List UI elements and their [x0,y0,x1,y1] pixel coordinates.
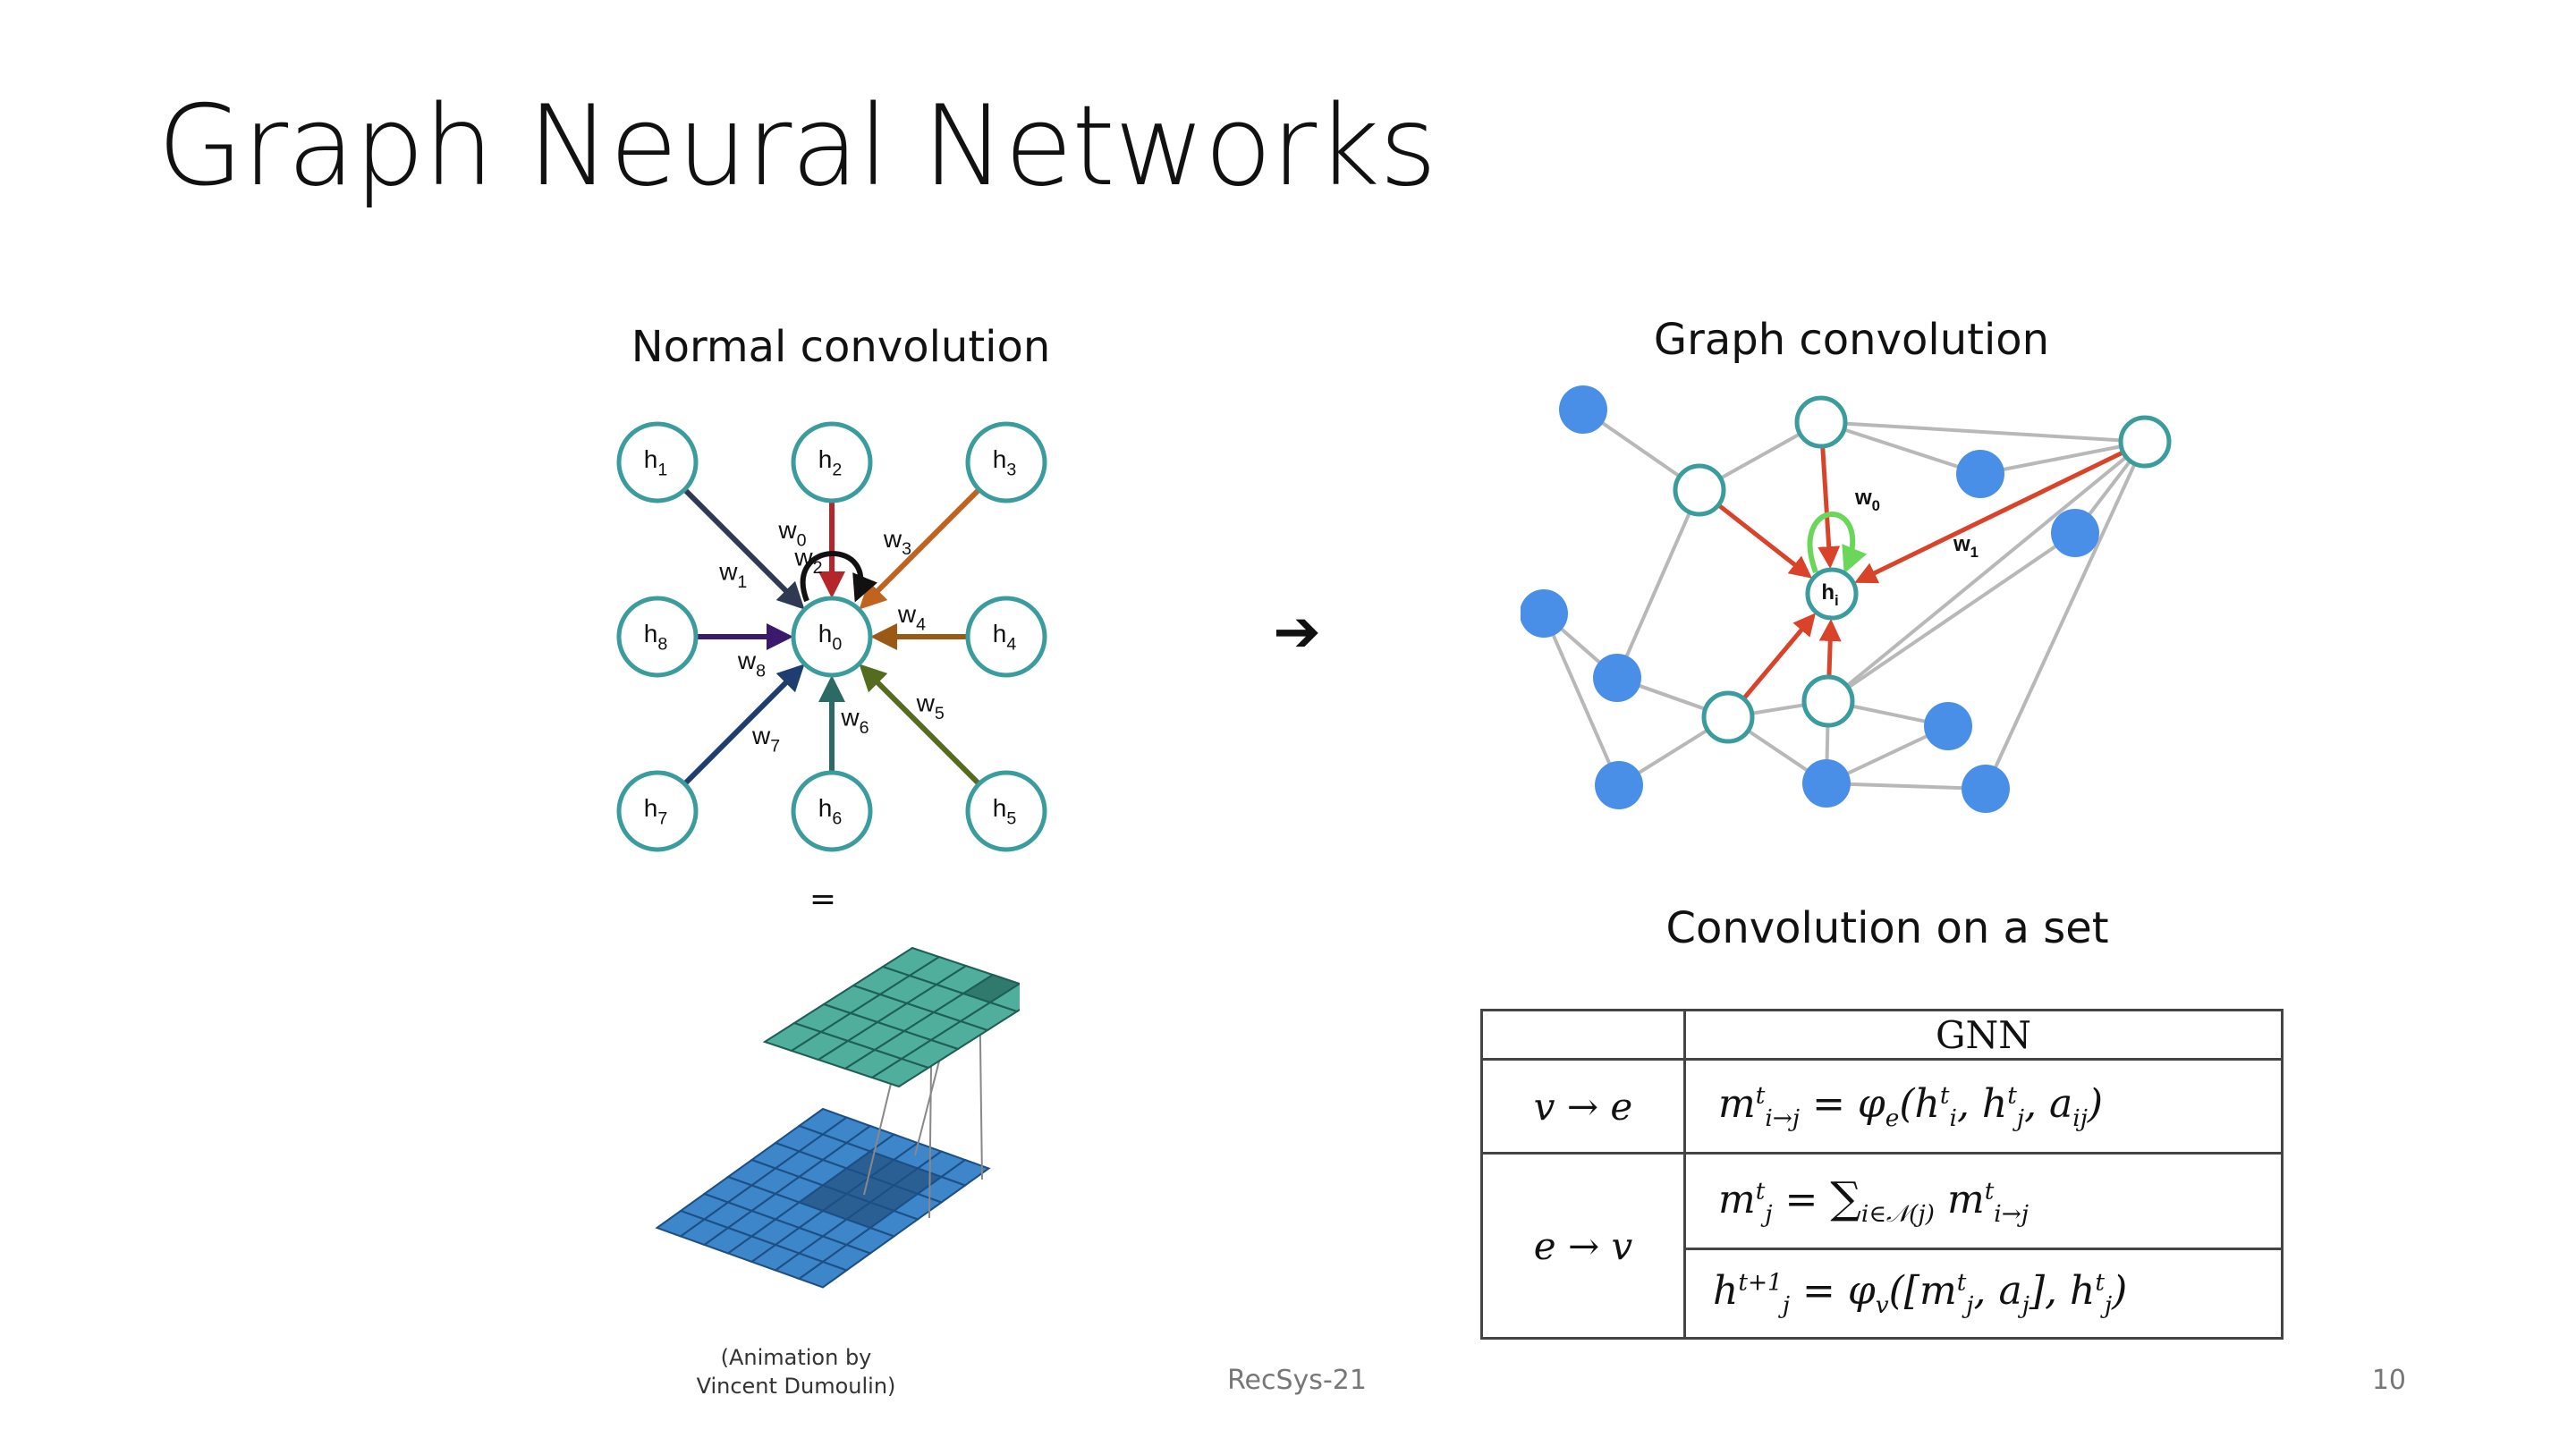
footer-text: RecSys-21 [1227,1365,1367,1396]
credit-line-1: (Animation by [720,1345,872,1370]
graph-convolution-heading: Graph convolution [1653,315,2050,365]
aggregation-formula: mtj = ∑i∈𝒩(j) mti→j [1718,1173,2029,1228]
edge-arrow [859,664,981,786]
update-formula: ht+1j = φv([mtj, aj], htj) [1713,1268,2128,1319]
node-circle [791,770,873,852]
node-label: h3 [993,445,1017,479]
input-grid [655,1107,991,1289]
page-title: Graph Neural Networks [157,82,1437,211]
weight-label: w1 [718,558,747,592]
center-node-label: hi [1821,580,1838,609]
gnn-table: GNN v → e e → v mti→j = φe(hti, htj, aij… [1480,1009,2284,1340]
slide-number: 10 [2371,1365,2406,1396]
graph-edge [1542,613,1621,786]
edge-arrow [682,664,805,786]
grid-cell [869,1057,931,1088]
self-weight-label: w0 [777,516,806,550]
node-circle [965,770,1047,852]
graph-node-hollow [1801,674,1855,728]
animation-credit: (Animation by Vincent Dumoulin) [653,1343,939,1400]
node-circle [616,596,699,678]
table-divider [1683,1248,2281,1250]
graph-node-filled [1595,761,1643,809]
convolution-animation-frame [655,946,1020,1289]
node-circle [965,421,1047,503]
node-label: h4 [993,620,1017,654]
graph-edge [1820,420,1981,476]
self-loop-arrow [800,551,877,603]
graph-edge [1826,782,1987,791]
message-formula: mti→j = φe(hti, htj, aij) [1718,1080,2104,1132]
node-circle [616,770,699,852]
graph-node-filled [1962,765,2010,813]
weight-label: w3 [883,525,911,559]
graph-node-hollow [2118,415,2172,469]
node-label: h5 [993,794,1017,828]
graph-node-hollow [1794,395,1848,449]
graph-node-filled [1956,450,2004,498]
graph-edge [1979,440,2146,476]
graph-node-filled [1521,589,1568,638]
node-label: h2 [818,445,842,479]
table-row-label: v → e [1533,1084,1633,1129]
message-arrow [1854,450,2124,584]
node-label: h7 [644,794,667,828]
weight-label: w4 [897,600,926,634]
grid-cell [797,1260,849,1289]
node-label: h8 [644,620,668,654]
center-node [1805,567,1859,621]
node-circle [616,421,699,503]
neighbor-weight-label: w1 [1953,532,1979,561]
message-arrow [1716,503,1812,579]
graph-edge [1826,440,2147,703]
center-node [791,596,873,678]
table-row-label: e → v [1533,1223,1633,1268]
edge-arrow [682,487,805,610]
weight-label: w8 [737,647,766,681]
weight-label: w5 [916,689,945,723]
table-divider [1483,1058,2281,1061]
center-node-label: h0 [818,620,843,654]
message-arrow [1741,613,1816,700]
graph-edge [1826,531,2077,703]
credit-line-2: Vincent Dumoulin) [696,1374,896,1399]
node-circle [791,421,873,503]
weight-label: w7 [751,722,780,756]
node-label: h1 [644,445,667,479]
graph-node-filled [1559,385,1607,434]
self-weight-label: w0 [1854,486,1880,514]
right-arrow-icon: ➔ [1273,599,1321,665]
edge-arrow [859,487,981,610]
set-convolution-heading: Convolution on a set [1665,903,2109,953]
graph-edge [1615,489,1701,679]
graph-edge [1984,441,2147,790]
normal-convolution-heading: Normal convolution [631,322,1051,372]
node-circle [965,596,1047,678]
graph-node-filled [2051,509,2099,557]
table-column-header: GNN [1935,1012,2032,1057]
equals-sign: = [809,881,837,918]
graph-convolution-diagram: hi w0 w1 [1521,385,2172,813]
graph-node-hollow [1701,690,1755,744]
output-grid [762,946,1020,1088]
graph-node-filled [1802,759,1851,808]
graph-node-hollow [1673,463,1726,517]
self-loop-arrow [1807,512,1868,574]
table-divider [1483,1152,2281,1155]
weight-label: w6 [840,704,869,738]
message-arrow [1818,445,1841,570]
node-label: h6 [818,794,843,828]
graph-edge [1820,420,2146,444]
graph-node-filled [1924,702,1972,750]
table-column-divider [1683,1011,1686,1337]
message-arrow [1818,618,1842,678]
graph-node-filled [1593,654,1641,702]
